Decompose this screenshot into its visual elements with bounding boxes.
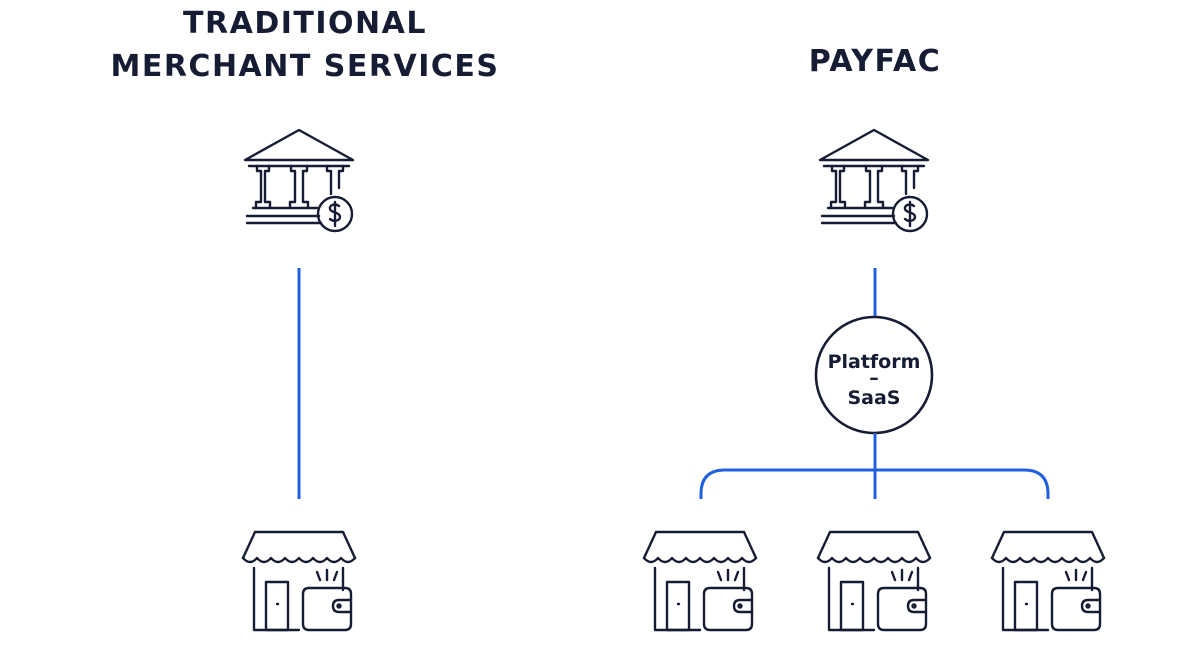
bank-icon xyxy=(243,128,355,233)
platform-divider: – xyxy=(869,367,879,389)
payfac-title-text: PAYFAC xyxy=(808,44,942,79)
traditional-title: TRADITIONAL MERCHANT SERVICES xyxy=(105,2,505,88)
platform-saas-node: Platform – SaaS xyxy=(814,315,934,435)
storefront-icon xyxy=(816,530,932,632)
storefront-icon xyxy=(990,530,1106,632)
payfac-title: PAYFAC xyxy=(775,40,975,83)
traditional-title-line2: MERCHANT SERVICES xyxy=(110,49,500,84)
storefront-icon xyxy=(642,530,758,632)
branch-connector xyxy=(699,468,1050,499)
storefront-icon xyxy=(241,530,357,632)
bank-icon xyxy=(818,128,930,233)
platform-label: Platform xyxy=(828,351,921,373)
traditional-title-line1: TRADITIONAL xyxy=(183,6,427,41)
saas-label: SaaS xyxy=(847,387,900,409)
